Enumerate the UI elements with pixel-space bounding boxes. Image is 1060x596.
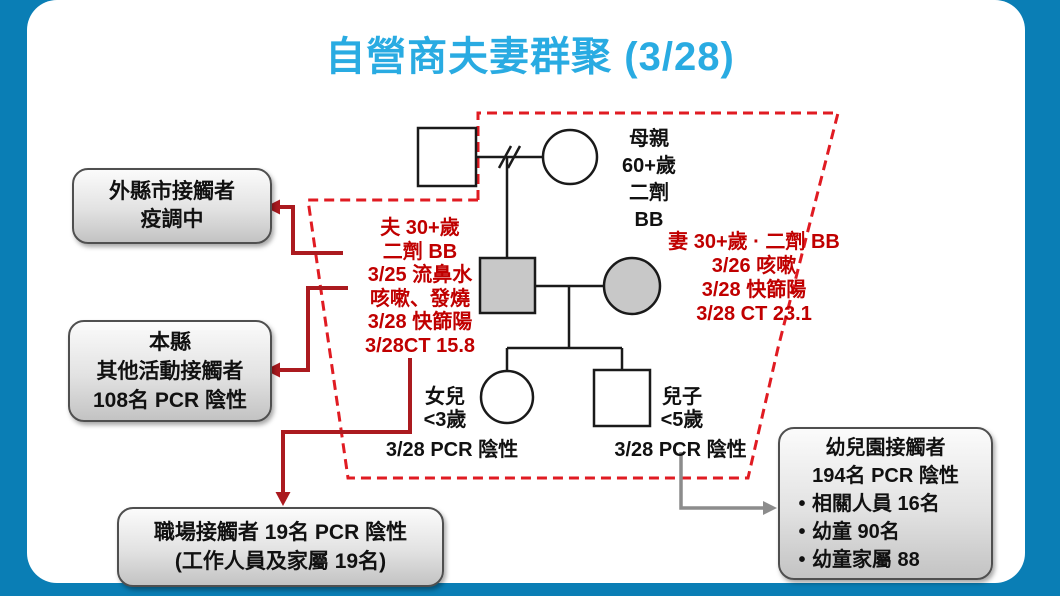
- kindergarten-bullet-2-text: 幼童 90名: [812, 520, 900, 543]
- out-of-county-contacts-box: 外縣市接觸者 疫調中: [72, 168, 272, 244]
- bullet-icon: •: [798, 548, 806, 571]
- mother-line-3: 二劑: [629, 182, 669, 204]
- daughter-line-2: <3歲: [423, 409, 467, 431]
- father-square: [416, 126, 478, 188]
- husband-line-6: 3/28CT 15.8: [364, 334, 476, 357]
- kindergarten-contacts-box: 幼兒園接觸者 194名 PCR 陰性 • 相關人員 16名 • 幼童 90名 •…: [778, 427, 993, 580]
- son-square: [592, 368, 652, 428]
- bullet-icon: •: [798, 520, 806, 543]
- out-of-county-line-2: 疫調中: [140, 208, 204, 231]
- red-arrows: [278, 205, 412, 494]
- separation-slash-1: [497, 145, 513, 169]
- local-line-2: 其他活動接觸者: [96, 359, 244, 383]
- kindergarten-bullet-2: • 幼童 90名: [780, 518, 991, 546]
- out-of-county-line-1: 外縣市接觸者: [109, 180, 235, 203]
- local-contacts-box: 本縣 其他活動接觸者 108名 PCR 陰性: [68, 320, 272, 422]
- husband-line-5: 3/28 快篩陽: [367, 311, 473, 333]
- wife-line-2: 3/26 咳嗽: [711, 255, 797, 277]
- mother-line-1: 母親: [629, 128, 669, 150]
- workplace-line-2: (工作人員及家屬 19名): [174, 550, 387, 573]
- arrowhead-local-contacts: [265, 362, 280, 378]
- page-title: 自營商夫妻群聚 (3/28): [325, 35, 735, 79]
- local-line-3: 108名 PCR 陰性: [92, 388, 248, 412]
- workplace-contacts-box: 職場接觸者 19名 PCR 陰性 (工作人員及家屬 19名): [117, 507, 444, 587]
- kindergarten-title-1: 幼兒園接觸者: [825, 436, 946, 459]
- arrowhead-workplace: [275, 492, 291, 506]
- daughter-label: 女兒 <3歲: [412, 386, 478, 432]
- wife-line-3: 3/28 快篩陽: [701, 279, 807, 301]
- husband-line-2: 二劑 BB: [382, 240, 458, 263]
- daughter-pcr-result: 3/28 PCR 陰性: [385, 439, 519, 461]
- bullet-icon: •: [798, 492, 806, 515]
- separation-slash-2: [506, 145, 522, 169]
- husband-square-infected: [478, 256, 537, 315]
- son-label: 兒子 <5歲: [652, 386, 712, 432]
- pedigree-lines: [476, 145, 624, 371]
- wife-case-label: 妻 30+歲 · 二劑 BB 3/26 咳嗽 3/28 快篩陽 3/28 CT …: [636, 230, 872, 326]
- kindergarten-bullet-3: • 幼童家屬 88: [780, 546, 991, 574]
- husband-line-4: 咳嗽、發燒: [370, 287, 470, 310]
- arrow-to-local-contacts: [278, 286, 348, 372]
- red-arrowheads: [265, 199, 291, 506]
- kindergarten-bullet-1: • 相關人員 16名: [780, 490, 991, 518]
- daughter-circle: [479, 369, 535, 425]
- husband-case-label: 夫 30+歲 二劑 BB 3/25 流鼻水 咳嗽、發燒 3/28 快篩陽 3/2…: [328, 217, 512, 358]
- arrow-to-workplace: [281, 358, 412, 494]
- local-line-1: 本縣: [149, 330, 191, 354]
- wife-circle-infected: [602, 256, 662, 316]
- mother-circle: [541, 128, 599, 186]
- arrowhead-out-of-county: [265, 199, 280, 215]
- daughter-line-1: 女兒: [425, 386, 465, 408]
- mother-line-2: 60+歲: [622, 155, 676, 177]
- son-pcr-result: 3/28 PCR 陰性: [614, 439, 747, 461]
- husband-line-1: 夫 30+歲: [380, 217, 460, 239]
- wife-line-1: 妻 30+歲 · 二劑 BB: [668, 231, 840, 253]
- cluster-dashed-outline: [306, 111, 840, 480]
- workplace-line-1: 職場接觸者 19名 PCR 陰性: [153, 521, 408, 544]
- mother-line-4: BB: [634, 209, 664, 231]
- wife-line-4: 3/28 CT 23.1: [696, 303, 812, 325]
- kindergarten-bullet-3-text: 幼童家屬 88: [812, 548, 920, 571]
- son-line-1: 兒子: [662, 386, 702, 408]
- arrow-to-out-of-county: [278, 205, 343, 255]
- arrowhead-kindergarten: [763, 501, 777, 515]
- son-line-2: <5歲: [660, 409, 704, 431]
- kindergarten-title-2: 194名 PCR 陰性: [812, 464, 959, 487]
- mother-label: 母親 60+歲 二劑 BB: [604, 126, 694, 234]
- kindergarten-bullet-1-text: 相關人員 16名: [812, 492, 940, 515]
- husband-line-3: 3/25 流鼻水: [367, 264, 473, 286]
- gray-line-to-kindergarten: [679, 452, 765, 510]
